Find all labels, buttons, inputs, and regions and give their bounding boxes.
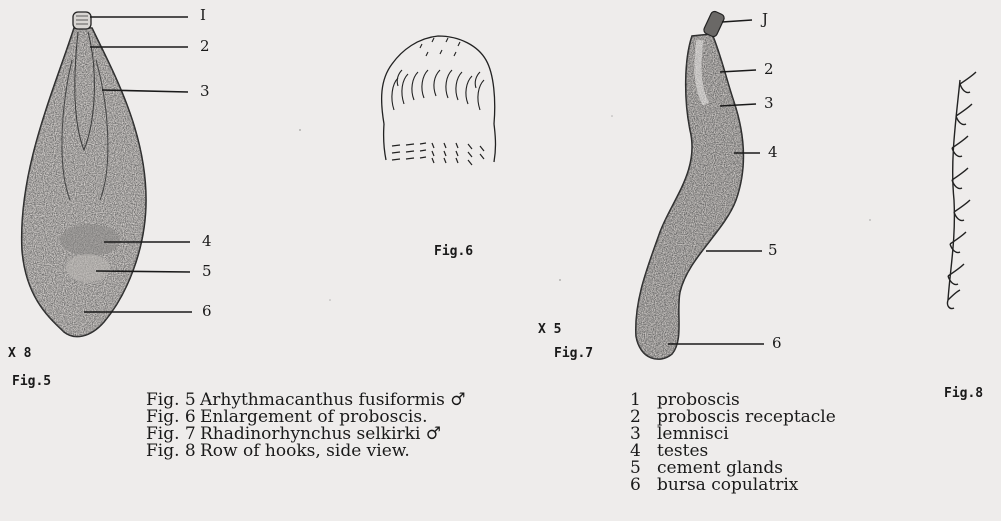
fig7-label-4: 4 xyxy=(768,143,778,161)
fig5-label-2: 2 xyxy=(200,37,210,55)
fig8-axis xyxy=(948,80,960,300)
fig7-label-3: 3 xyxy=(764,94,774,112)
fig5-magnification: X 8 xyxy=(8,346,31,361)
fig7-drawing xyxy=(636,10,764,359)
fig6-drawing xyxy=(382,36,496,165)
caption-row: Fig. 8Row of hooks, side view. xyxy=(146,443,465,460)
organ-legend: 1proboscis 2proboscis receptacle 3lemnis… xyxy=(630,392,836,494)
fig5-label-6: 6 xyxy=(202,302,212,320)
fig5-tag: Fig.5 xyxy=(12,374,51,389)
fig7-tag: Fig.7 xyxy=(554,346,593,361)
fig5-proboscis xyxy=(73,12,91,29)
fig7-label-5: 5 xyxy=(768,241,778,259)
figure-captions: Fig. 5Arhythmacanthus fusiformis ♂ Fig. … xyxy=(146,392,465,460)
fig6-tag: Fig.6 xyxy=(434,244,473,259)
legend-row: 6bursa copulatrix xyxy=(630,477,836,494)
legend-text: bursa copulatrix xyxy=(657,475,798,495)
fig5-label-5: 5 xyxy=(202,262,212,280)
caption-text: Row of hooks, side view. xyxy=(200,441,410,461)
fig6-spines xyxy=(392,143,484,165)
fig5-testes xyxy=(60,224,120,256)
fig5-label-1: I xyxy=(200,6,206,24)
caption-number: Fig. 8 xyxy=(146,443,200,460)
fig5-drawing xyxy=(22,12,192,337)
fig8-tag: Fig.8 xyxy=(944,386,983,401)
fig5-label-3: 3 xyxy=(200,82,210,100)
fig7-label-6: 6 xyxy=(772,334,782,352)
fig8-hooks xyxy=(947,72,976,309)
fig5-label-4: 4 xyxy=(202,232,212,250)
legend-number: 6 xyxy=(630,477,657,494)
fig7-label-2: 2 xyxy=(764,60,774,78)
fig7-magnification: X 5 xyxy=(538,322,561,337)
fig8-drawing xyxy=(947,72,976,309)
fig7-label-1: J xyxy=(762,10,768,28)
fig7-proboscis xyxy=(703,10,726,38)
fig6-outline xyxy=(382,36,495,124)
